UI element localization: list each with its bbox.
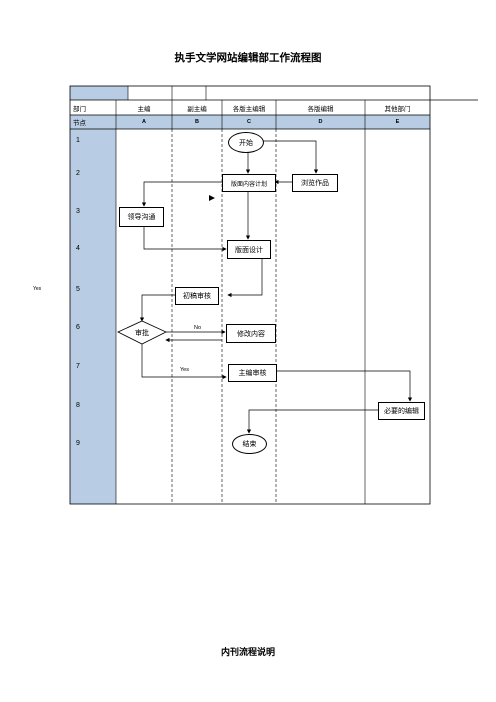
node-header-label: 节点 [73, 119, 86, 127]
design-box: 版面设计 [227, 240, 271, 259]
node-col-b: B [195, 119, 199, 125]
approve-diamond [117, 320, 167, 345]
row-number: 7 [76, 363, 80, 370]
modify-box: 修改内容 [226, 324, 276, 343]
bottom-title: 内刊流程说明 [220, 648, 275, 658]
row-number: 1 [76, 137, 80, 144]
side-yes-label: Yes [33, 286, 42, 292]
node-col-c: C [247, 119, 251, 125]
node-row-bg [70, 115, 430, 129]
end-node: 结束 [232, 434, 267, 454]
chief-review-box: 主编审核 [228, 364, 277, 382]
dept-header-label: 部门 [73, 104, 86, 113]
browse-box: 浏览作品 [292, 174, 338, 192]
row-number: 2 [76, 170, 80, 177]
dept-section-chief: 各版主编辑 [232, 104, 266, 113]
row-number: 9 [76, 440, 80, 447]
row-number: 8 [76, 402, 80, 409]
row-number: 5 [76, 286, 80, 293]
approve-label: 审批 [135, 328, 149, 337]
start-node: 开始 [228, 132, 264, 153]
row-number: 4 [76, 245, 80, 252]
row-number-lane [70, 129, 116, 504]
necessary-edit-box: 必要的编辑 [378, 402, 425, 420]
first-review-box: 初稿审核 [175, 287, 219, 305]
page-title: 执手文学网站编辑部工作流程图 [174, 52, 322, 64]
row-number: 3 [76, 208, 80, 215]
top-blank-header [70, 86, 128, 100]
dept-section-editor: 各版编辑 [307, 104, 334, 113]
row-number: 6 [76, 324, 80, 331]
no-label: No [194, 325, 202, 331]
dept-chief-editor: 主编 [137, 104, 151, 113]
dept-other: 其他部门 [384, 104, 411, 113]
communicate-box: 领导沟通 [119, 207, 164, 227]
dept-deputy-editor: 副主编 [187, 104, 207, 113]
plan-box: 版面内容计划 [222, 174, 276, 192]
node-col-e: E [395, 119, 400, 125]
yes-label: Yes [180, 367, 189, 373]
node-col-a: A [142, 119, 146, 125]
node-col-d: D [318, 119, 323, 125]
